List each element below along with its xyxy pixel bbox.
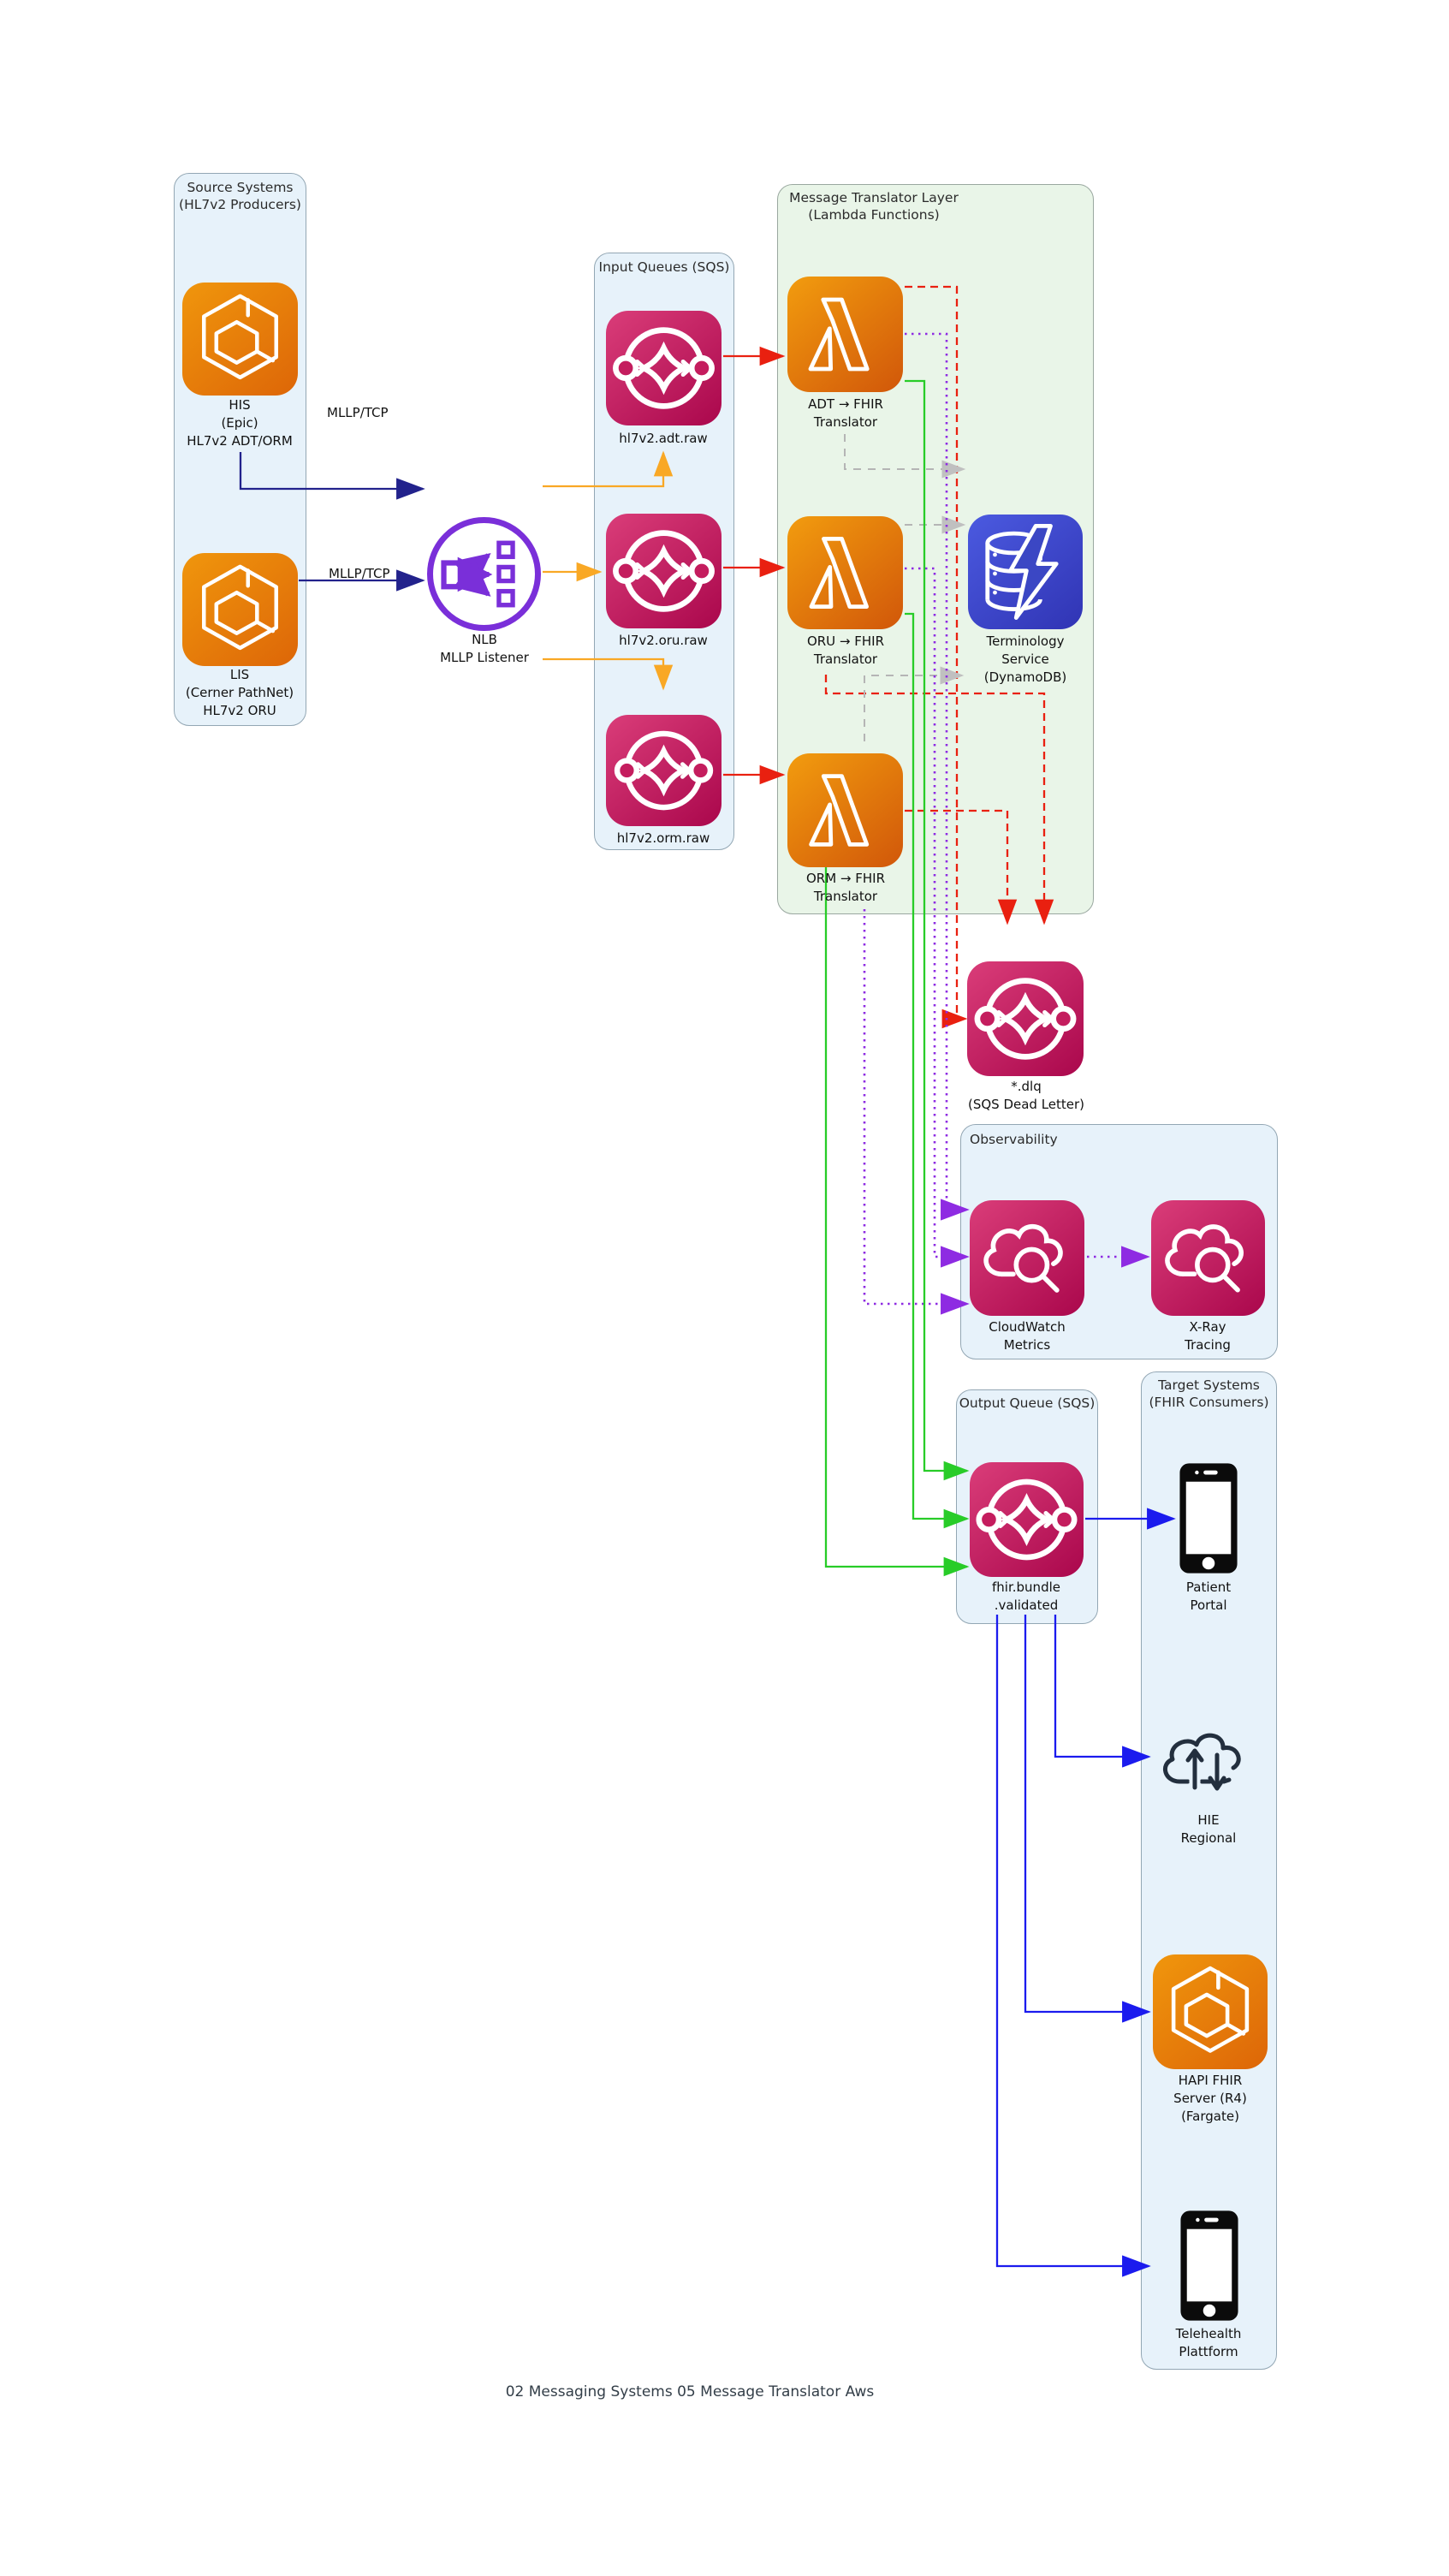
dynamodb-icon [968,515,1083,629]
sqs-queue-icon [967,961,1084,1076]
load-balancer-icon [427,517,541,631]
node-label-lis: LIS(Cerner PathNet)HL7v2 ORU [185,667,294,718]
edge-label-mllp-tcp-lis: MLLP/TCP [329,566,390,581]
cluster-observability-title: Observability [970,1132,1058,1147]
cluster-input-queues-title: Input Queues (SQS) [598,259,730,275]
node-label-orm-queue: hl7v2.orm.raw [616,830,710,846]
hexagon-resource-icon [182,553,298,666]
cloud-transfer-icon [1154,1716,1264,1798]
edge-output-queue-to-hapi [1024,1615,1151,2023]
xray-icon [1151,1200,1265,1316]
cluster-source-title: Source Systems(HL7v2 Producers) [179,180,301,212]
hexagon-resource-icon [1153,1954,1268,2069]
lambda-icon [787,753,903,867]
cluster-translator-layer-title: Message Translator Layer(Lambda Function… [789,190,959,223]
node-label-adt-queue: hl7v2.adt.raw [619,431,708,446]
cluster-target-systems-title: Target Systems(FHIR Consumers) [1149,1377,1269,1410]
hexagon-resource-icon [182,283,298,396]
node-label-fhir-bundle-queue: fhir.bundle.validated [992,1580,1060,1613]
node-label-his: HIS(Epic)HL7v2 ADT/ORM [187,397,293,449]
lambda-icon [787,277,903,392]
cloudwatch-icon [970,1200,1084,1316]
lambda-icon [787,516,903,629]
edge-label-mllp-tcp-his: MLLP/TCP [327,405,389,420]
edge-output-queue-to-hie [1054,1615,1151,1768]
edge-output-queue-to-telehealth [995,1615,1151,2277]
sqs-queue-icon [606,311,722,425]
diagram-caption: 02 Messaging Systems 05 Message Translat… [505,2383,875,2400]
node-label-dlq: *.dlq(SQS Dead Letter) [967,1079,1085,1112]
sqs-queue-icon [606,715,722,826]
mobile-phone-icon [1179,1461,1238,1575]
edge-orm-translator-to-output-queue [824,867,970,1577]
cluster-output-queue-title: Output Queue (SQS) [959,1395,1096,1411]
mobile-phone-icon [1179,2209,1239,2323]
sqs-queue-icon [606,514,722,628]
sqs-queue-icon [970,1462,1084,1577]
node-label-oru-queue: hl7v2.oru.raw [619,633,708,648]
